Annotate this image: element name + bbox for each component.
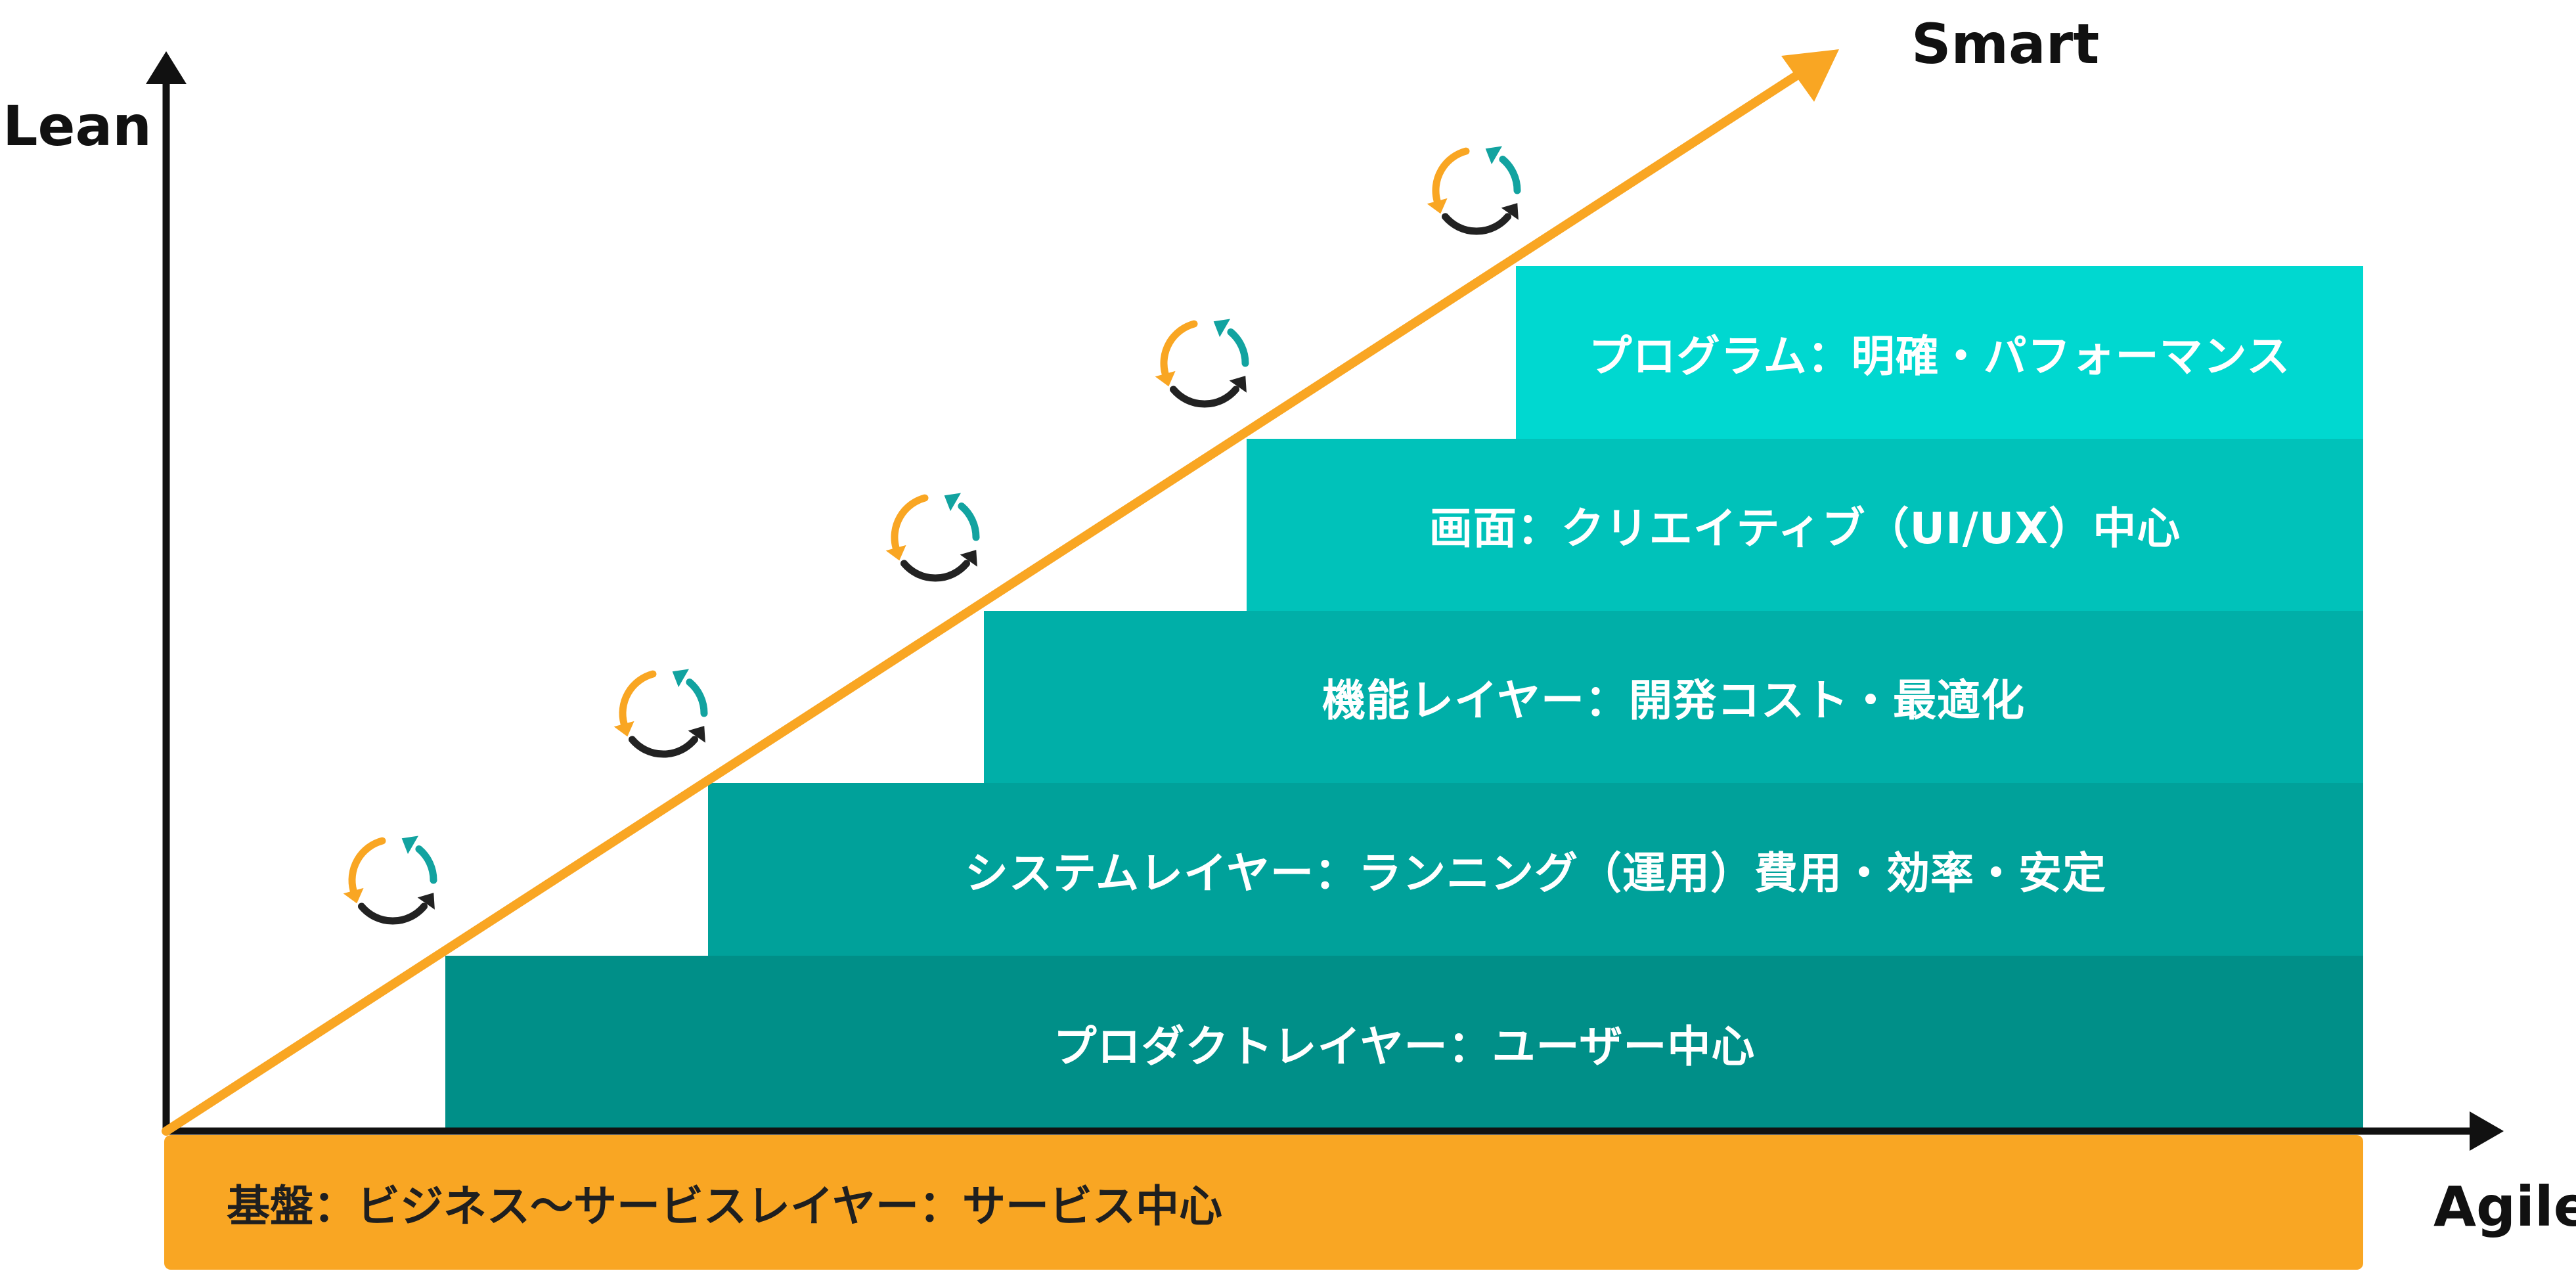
cycle-arrowhead (944, 493, 961, 512)
cycle-arrowhead (613, 721, 634, 737)
step-program-layer: プログラム：明確・パフォーマンス (1516, 266, 2363, 439)
cycle-arc (1170, 386, 1239, 408)
step-label: 機能レイヤー：開発コスト・最適化 (1321, 675, 2026, 726)
cycle-arc (1432, 147, 1470, 205)
step-label: プロダクトレイヤー：ユーザー中心 (1053, 1021, 1756, 1072)
cycle-arrowhead (1155, 370, 1176, 387)
cycle-arrowhead (960, 550, 977, 567)
cycle-arc (891, 494, 929, 552)
cycle-arc (1442, 213, 1511, 235)
step-screen-layer: 画面：クリエイティブ（UI/UX）中心 (1247, 439, 2363, 611)
refresh-cycle-icon (1155, 319, 1249, 408)
cycle-arrowhead (672, 669, 689, 688)
cycle-arrowhead (1229, 376, 1247, 393)
refresh-cycle-icon (1427, 146, 1521, 235)
step-label: プログラム：明確・パフォーマンス (1588, 330, 2291, 382)
cycle-arrowhead (1427, 198, 1448, 214)
y-axis-arrowhead (146, 51, 187, 84)
cycle-arc (1160, 320, 1198, 378)
step-label: システムレイヤー：ランニング（運用）費用・効率・安定 (964, 847, 2107, 899)
smart-label: Smart (1911, 12, 2100, 76)
cycle-arc (1499, 156, 1521, 194)
step-label: 画面：クリエイティブ（UI/UX）中心 (1429, 503, 2181, 554)
base-label: 基盤：ビジネス〜サービスレイヤー：サービス中心 (227, 1180, 1223, 1232)
x-axis-arrowhead (2470, 1111, 2504, 1151)
cycle-arc (629, 736, 698, 758)
cycle-arc (348, 837, 386, 895)
refresh-cycle-icon (343, 836, 437, 925)
refresh-cycle-icon (613, 669, 708, 758)
cycle-arrowhead (688, 726, 705, 743)
cycle-arrowhead (401, 836, 418, 855)
cycle-arrowhead (885, 545, 906, 561)
step-system-layer: システムレイヤー：ランニング（運用）費用・効率・安定 (708, 783, 2363, 956)
refresh-cycle-icon (885, 493, 980, 582)
base-layer: 基盤：ビジネス〜サービスレイヤー：サービス中心 (164, 1135, 2363, 1270)
cycle-arrowhead (1501, 203, 1519, 220)
smart-arrow-head (1781, 49, 1839, 102)
step-function-layer: 機能レイヤー：開発コスト・最適化 (984, 611, 2363, 783)
cycle-arrowhead (417, 893, 435, 910)
cycle-arc (958, 502, 980, 541)
x-axis-label: Agile (2433, 1174, 2576, 1239)
y-axis-label: Lean (3, 94, 152, 158)
cycle-arc (358, 903, 428, 925)
cycle-arc (900, 560, 970, 582)
cycle-arc (686, 679, 708, 717)
cycle-arrowhead (1485, 146, 1502, 165)
cycle-arrowhead (343, 887, 364, 904)
cycle-arc (619, 670, 657, 728)
cycle-arc (1227, 328, 1249, 367)
cycle-arc (415, 845, 437, 884)
step-product-layer: プロダクトレイヤー：ユーザー中心 (445, 956, 2363, 1130)
cycle-arrowhead (1213, 319, 1230, 338)
